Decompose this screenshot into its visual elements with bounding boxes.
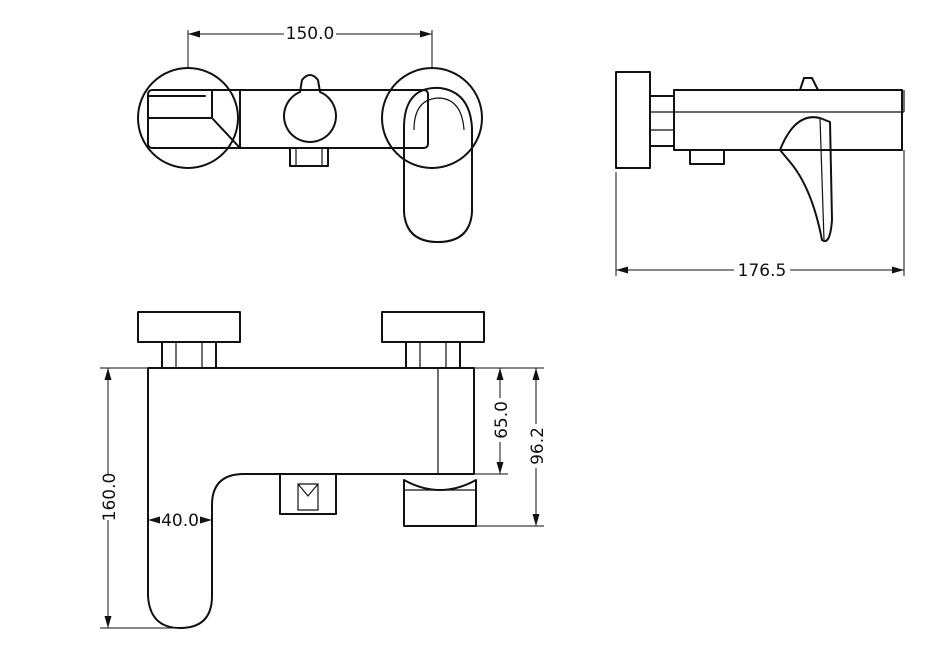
dimension-front-spout-depth: 65.0 <box>492 401 512 439</box>
front-left-flange <box>137 311 241 343</box>
side-body <box>673 89 903 151</box>
side-outlet <box>689 149 725 165</box>
front-diverter <box>279 473 337 515</box>
front-right-nut <box>405 341 461 369</box>
side-nut <box>649 95 675 147</box>
dimension-top-width: 150.0 <box>286 24 335 44</box>
top-view: 150.0 <box>137 22 483 243</box>
front-spout <box>403 479 477 527</box>
front-view: 160.0 40.0 65.0 96.2 <box>96 311 548 629</box>
dimension-front-height: 160.0 <box>100 473 120 522</box>
side-lever <box>779 116 833 242</box>
side-view: 176.5 <box>615 71 905 281</box>
front-right-flange <box>381 311 485 343</box>
side-wall-flange <box>615 71 651 169</box>
top-right-flange <box>381 67 483 169</box>
front-left-nut <box>161 341 217 369</box>
dimension-front-outlet-depth: 96.2 <box>528 427 548 465</box>
front-body <box>147 367 475 629</box>
top-diverter-knob <box>283 74 337 143</box>
dimension-front-handle-offset: 40.0 <box>161 511 199 531</box>
top-left-end-detail <box>147 89 241 149</box>
top-lever-handle <box>403 86 473 243</box>
side-knob <box>799 77 819 91</box>
dimension-side-depth: 176.5 <box>738 261 787 281</box>
top-outlet <box>289 147 329 167</box>
